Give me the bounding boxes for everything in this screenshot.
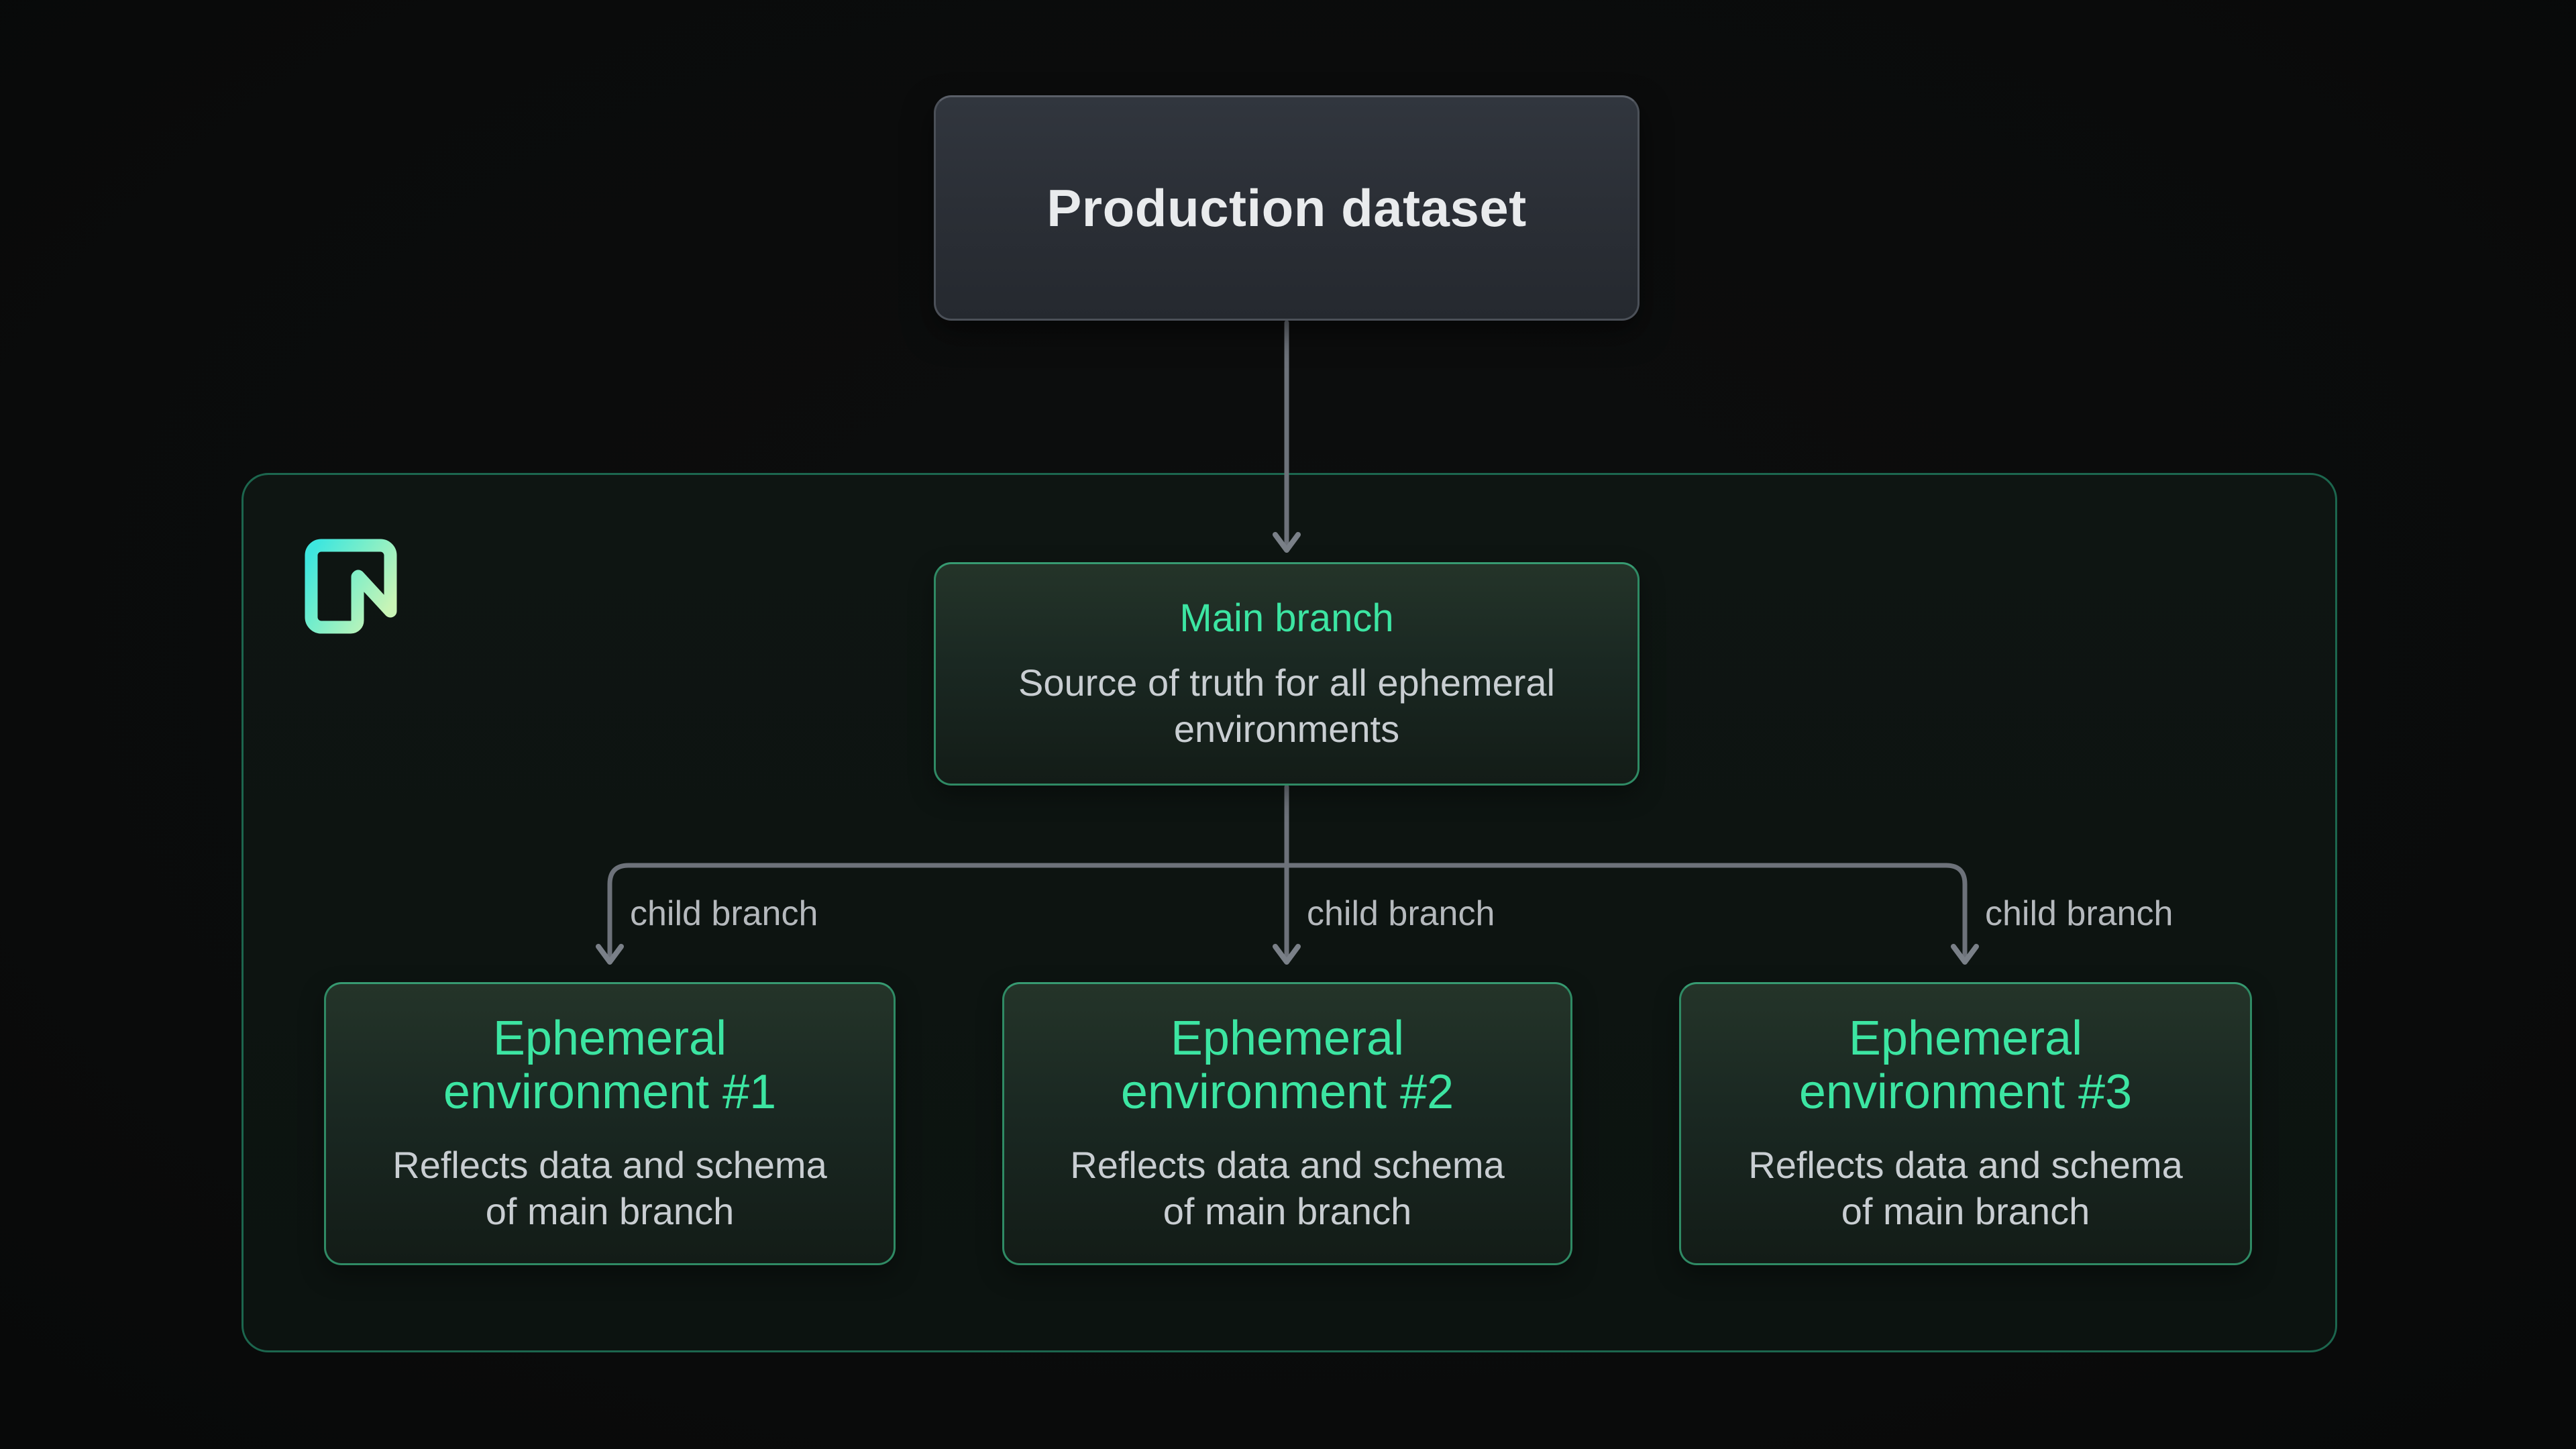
edge-label-child-branch-1: child branch <box>630 894 818 933</box>
production-title: Production dataset <box>1046 178 1527 237</box>
arrowhead-env2 <box>1273 944 1301 965</box>
env3-title: Ephemeral environment #3 <box>1799 1012 2133 1119</box>
main-branch-title: Main branch <box>1179 596 1394 640</box>
arrowhead-env1 <box>596 944 624 965</box>
node-main-branch: Main branch Source of truth for all ephe… <box>934 562 1640 786</box>
neon-logo-icon <box>305 539 397 634</box>
node-ephemeral-environment-3: Ephemeral environment #3 Reflects data a… <box>1679 982 2252 1265</box>
arrowhead-main <box>1273 532 1301 553</box>
env3-subtitle: Reflects data and schema of main branch <box>1748 1143 2183 1233</box>
env2-subtitle: Reflects data and schema of main branch <box>1070 1143 1505 1233</box>
edge-branch-bus <box>607 863 1968 961</box>
env1-title: Ephemeral environment #1 <box>443 1012 777 1119</box>
edge-label-child-branch-2: child branch <box>1307 894 1495 933</box>
node-production-dataset: Production dataset <box>934 95 1640 321</box>
node-ephemeral-environment-2: Ephemeral environment #2 Reflects data a… <box>1002 982 1572 1265</box>
main-branch-subtitle: Source of truth for all ephemeral enviro… <box>1018 661 1555 750</box>
node-ephemeral-environment-1: Ephemeral environment #1 Reflects data a… <box>324 982 896 1265</box>
env1-subtitle: Reflects data and schema of main branch <box>392 1143 827 1233</box>
env2-title: Ephemeral environment #2 <box>1120 1012 1454 1119</box>
arrowhead-env3 <box>1951 944 1979 965</box>
edge-label-child-branch-3: child branch <box>1985 894 2174 933</box>
